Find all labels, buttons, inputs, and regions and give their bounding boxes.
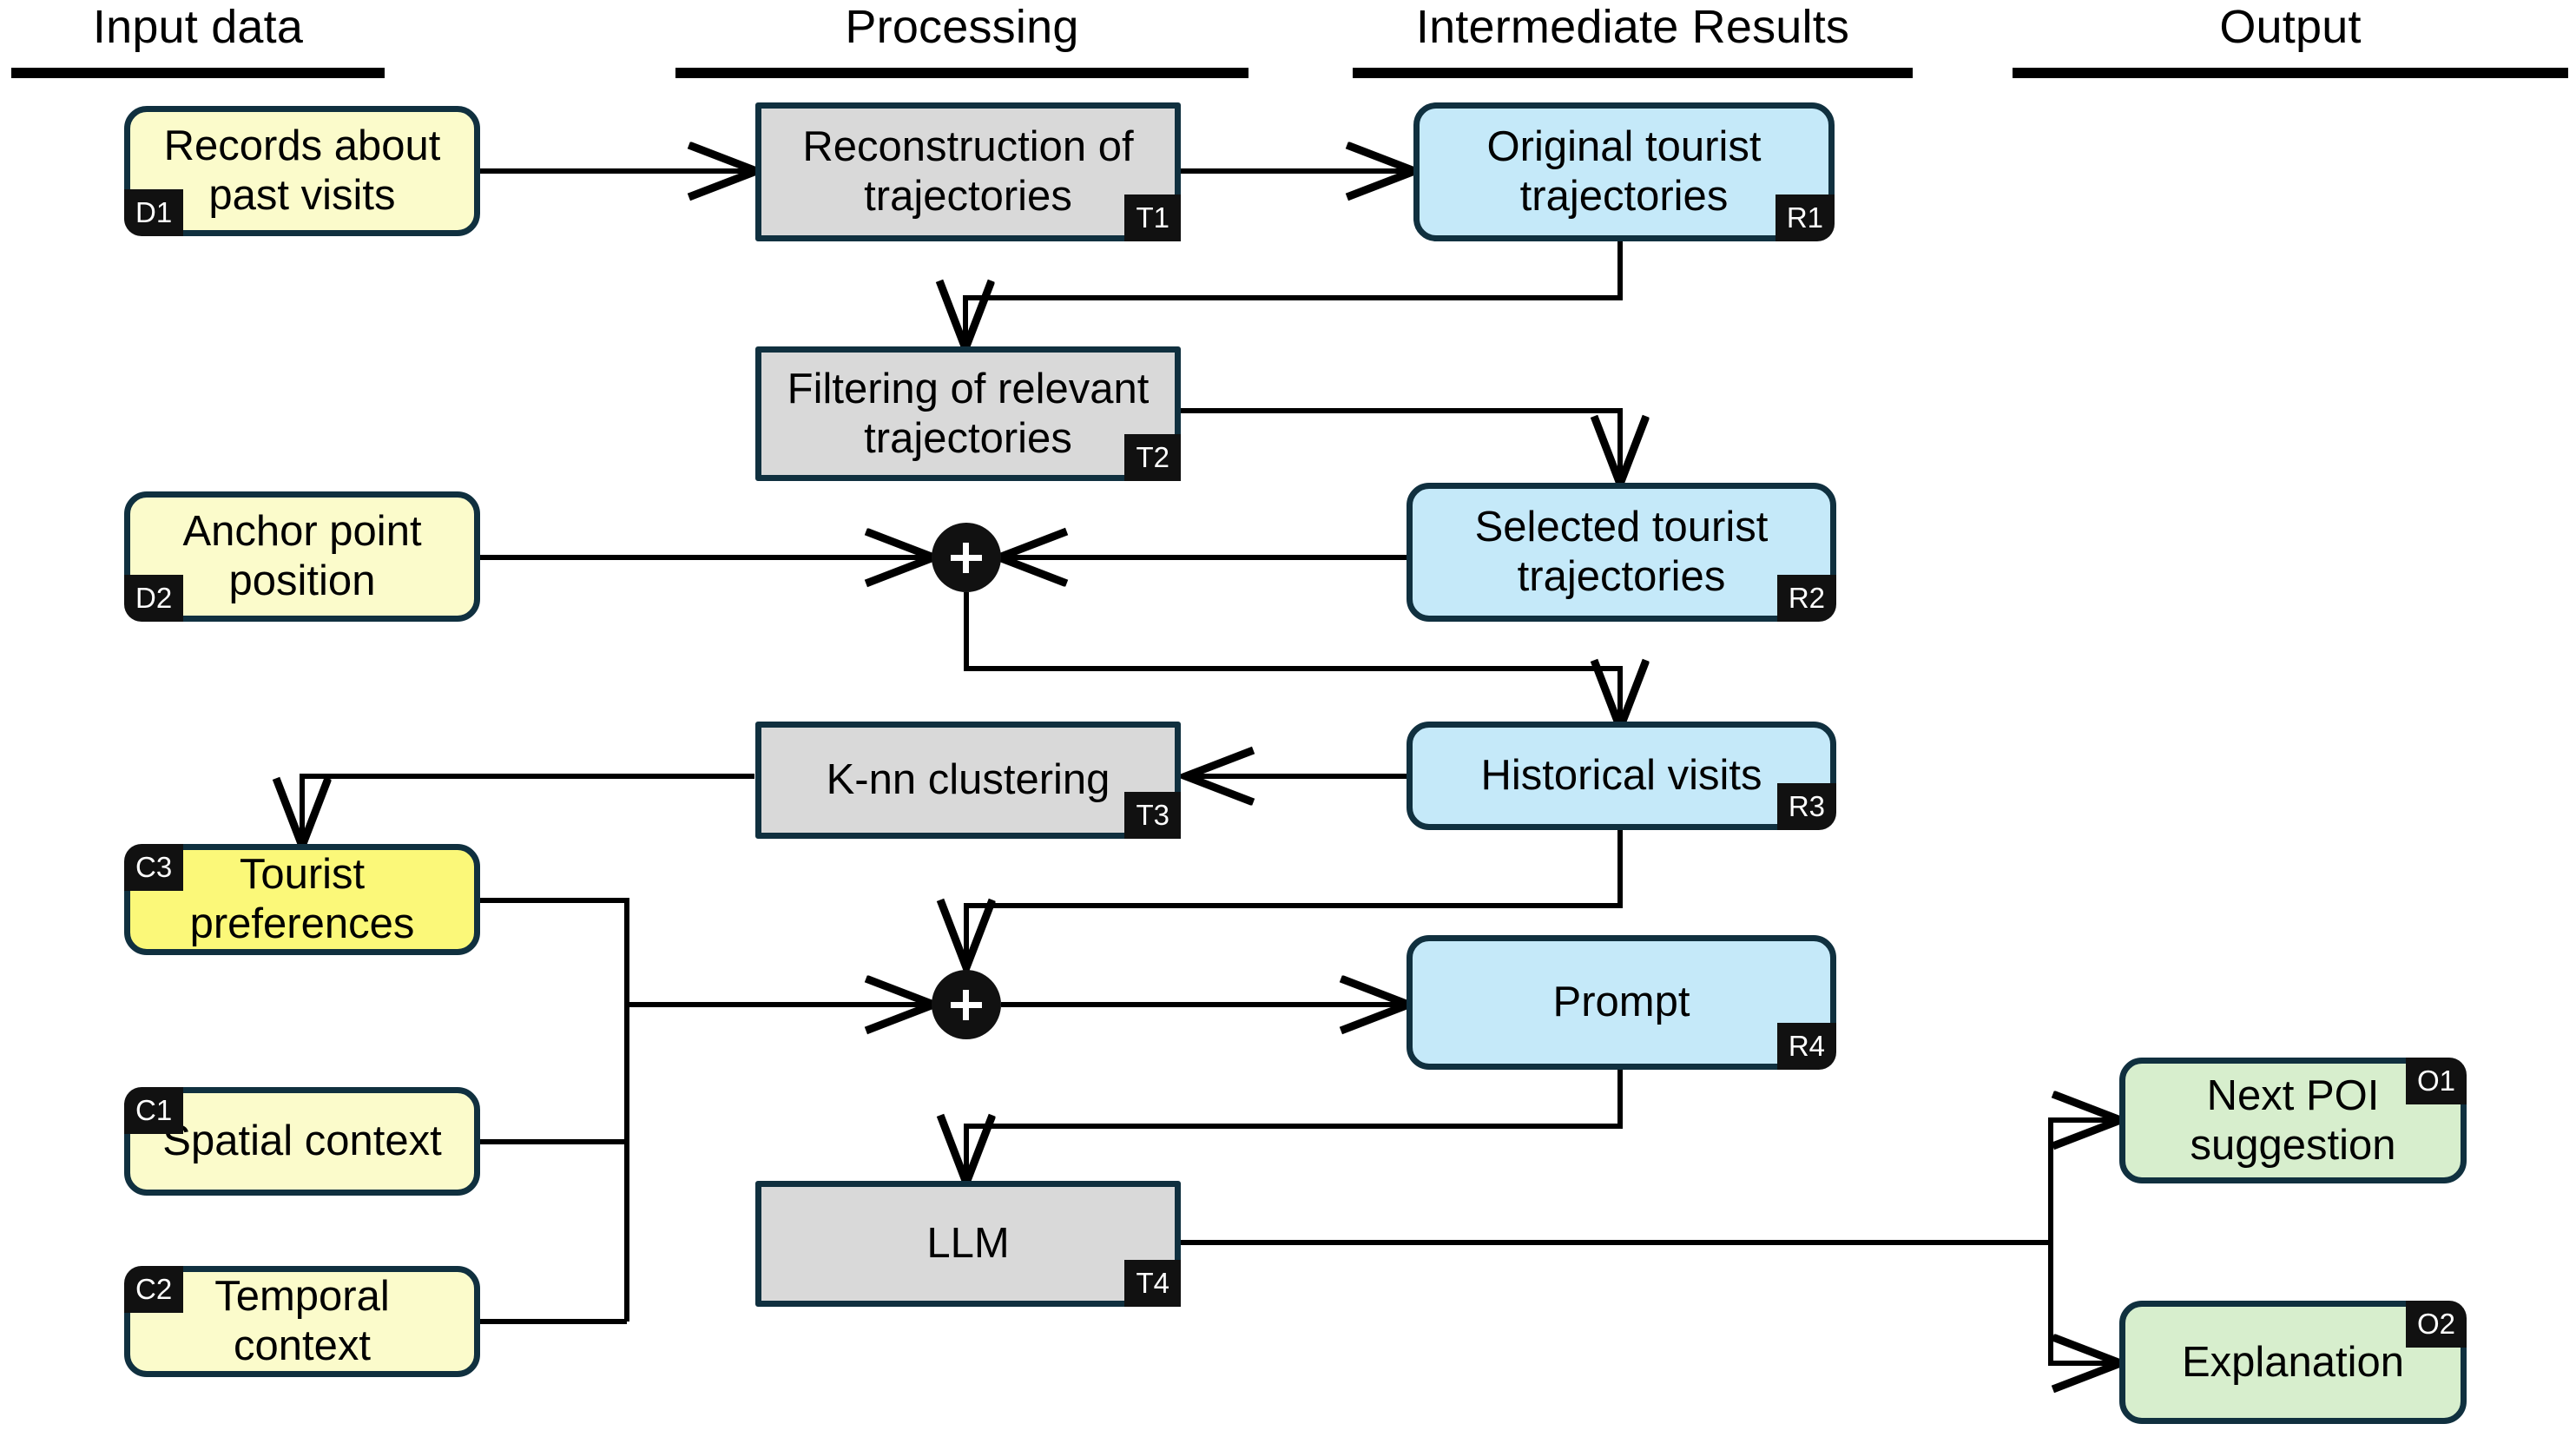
node-badge-t2: T2 — [1124, 434, 1181, 481]
node-badge-t4: T4 — [1124, 1260, 1181, 1307]
node-label: Prompt — [1552, 979, 1690, 1026]
node-label: Historical visits — [1480, 752, 1762, 800]
node-filtering-of-relevant-trajectories[interactable]: Filtering of relevant trajectories T2 — [755, 346, 1181, 481]
column-header-processing: Processing — [845, 1, 1079, 53]
node-badge-r1: R1 — [1775, 194, 1835, 241]
node-badge-o2: O2 — [2405, 1301, 2467, 1348]
node-badge-c1: C1 — [124, 1087, 184, 1134]
merge-junction-anchor-and-filtered[interactable] — [932, 523, 1001, 592]
node-badge-r3: R3 — [1776, 783, 1836, 830]
merge-junction-context-and-visits[interactable] — [932, 970, 1001, 1039]
node-label: Next POI suggestion — [2190, 1071, 2396, 1169]
node-prompt[interactable]: Prompt R4 — [1407, 935, 1836, 1070]
node-label: Temporal context — [214, 1273, 390, 1369]
node-explanation[interactable]: Explanation O2 — [2119, 1301, 2467, 1424]
node-llm[interactable]: LLM T4 — [755, 1181, 1181, 1307]
node-label: Filtering of relevant trajectories — [787, 365, 1150, 462]
column-rule-output — [2013, 68, 2568, 78]
node-reconstruction-of-trajectories[interactable]: Reconstruction of trajectories T1 — [755, 102, 1181, 241]
node-tourist-preferences[interactable]: Tourist preferences C3 — [124, 844, 480, 955]
node-label: LLM — [926, 1220, 1010, 1268]
node-label: Tourist preferences — [189, 851, 415, 947]
node-records-about-past-visits[interactable]: Records about past visits D1 — [124, 106, 480, 236]
node-label: Reconstruction of trajectories — [802, 123, 1134, 220]
node-badge-c3: C3 — [124, 844, 184, 891]
node-temporal-context[interactable]: Temporal context C2 — [124, 1266, 480, 1377]
node-badge-r2: R2 — [1776, 575, 1836, 622]
column-header-intermediate-results: Intermediate Results — [1415, 1, 1850, 53]
node-anchor-point-position[interactable]: Anchor point position D2 — [124, 491, 480, 622]
node-label: Anchor point position — [182, 508, 422, 604]
node-knn-clustering[interactable]: K-nn clustering T3 — [755, 722, 1181, 839]
node-label: Records about past visits — [163, 122, 441, 219]
node-badge-t1: T1 — [1124, 194, 1181, 241]
node-selected-tourist-trajectories[interactable]: Selected tourist trajectories R2 — [1407, 483, 1836, 622]
node-badge-r4: R4 — [1776, 1023, 1836, 1070]
node-label: Selected tourist trajectories — [1474, 504, 1769, 600]
node-label: Explanation — [2181, 1338, 2405, 1386]
flow-t4-to-o1 — [2048, 1120, 2118, 1243]
node-label: Spatial context — [162, 1117, 442, 1165]
node-historical-visits[interactable]: Historical visits R3 — [1407, 722, 1836, 830]
node-spatial-context[interactable]: Spatial context C1 — [124, 1087, 480, 1196]
node-badge-c2: C2 — [124, 1266, 184, 1313]
node-next-poi-suggestion[interactable]: Next POI suggestion O1 — [2119, 1058, 2467, 1183]
node-badge-d1: D1 — [124, 189, 184, 236]
flow-t3-to-c3 — [302, 774, 754, 844]
column-rule-intermediate-results — [1353, 68, 1913, 78]
flow-r1-to-t2 — [965, 241, 1623, 346]
flow-r4-to-t4 — [966, 1069, 1623, 1181]
node-badge-t3: T3 — [1124, 792, 1181, 839]
node-badge-o1: O1 — [2405, 1058, 2467, 1104]
column-rule-input-data — [11, 68, 385, 78]
flow-context-bus-to-merge2 — [480, 898, 932, 1005]
flow-t2-to-r2 — [1181, 408, 1620, 482]
flow-t4-to-o2 — [2048, 1243, 2118, 1363]
node-label: K-nn clustering — [826, 756, 1110, 804]
node-label: Original tourist trajectories — [1486, 123, 1762, 220]
column-header-output: Output — [2219, 1, 2362, 53]
node-original-tourist-trajectories[interactable]: Original tourist trajectories R1 — [1413, 102, 1835, 241]
column-header-input-data: Input data — [92, 1, 304, 53]
column-rule-processing — [675, 68, 1248, 78]
node-badge-d2: D2 — [124, 575, 184, 622]
